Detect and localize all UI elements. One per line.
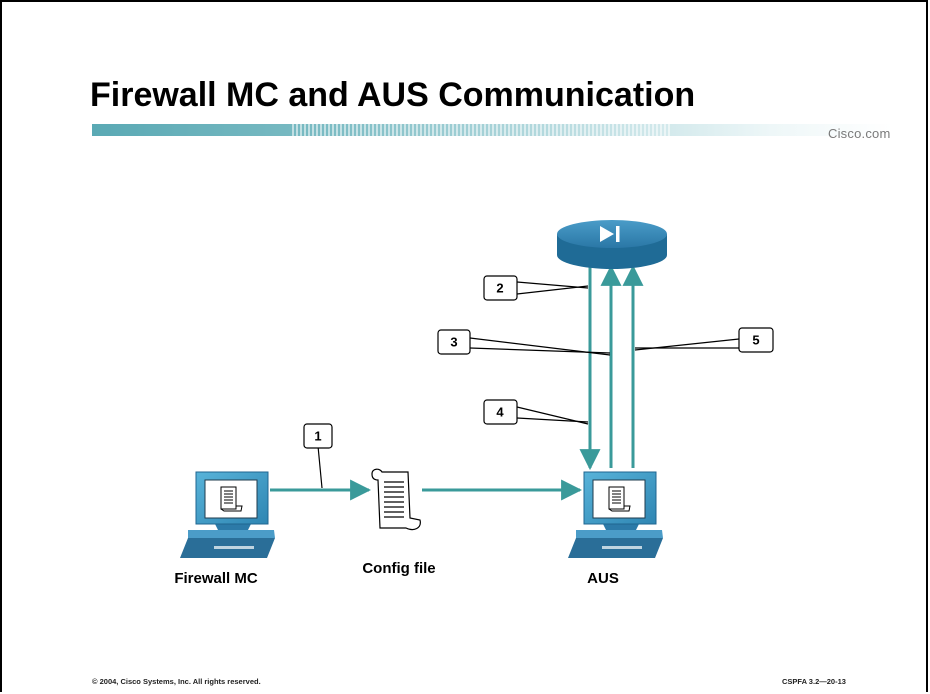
document-glyph (608, 486, 631, 512)
slide-title: Firewall MC and AUS Communication (90, 76, 696, 114)
callout-4-number: 4 (496, 405, 504, 420)
document-glyph (220, 486, 243, 512)
callout-1-number: 1 (314, 429, 321, 444)
config-file-icon (371, 468, 421, 531)
aus-workstation-icon (568, 471, 663, 558)
copyright-footer: © 2004, Cisco Systems, Inc. All rights r… (92, 677, 261, 686)
callout-5: 5 (738, 327, 774, 353)
aus-label: AUS (587, 570, 619, 587)
title-banner (92, 124, 892, 136)
callout-1: 1 (303, 423, 333, 449)
callout-5-number: 5 (752, 333, 759, 348)
callout-leaders (317, 281, 740, 489)
firewall-mc-label: Firewall MC (174, 570, 258, 587)
config-file-label: Config file (362, 560, 435, 577)
callout-2: 2 (483, 275, 518, 301)
course-code-footer: CSPFA 3.2—20-13 (782, 677, 846, 686)
callout-4: 4 (483, 399, 518, 425)
callout-3-number: 3 (450, 335, 457, 350)
callout-2-number: 2 (496, 281, 503, 296)
router-icon (557, 220, 667, 269)
cisco-brand: Cisco.com (828, 126, 891, 141)
firewall-mc-workstation-icon (180, 471, 275, 558)
callout-3: 3 (437, 329, 471, 355)
